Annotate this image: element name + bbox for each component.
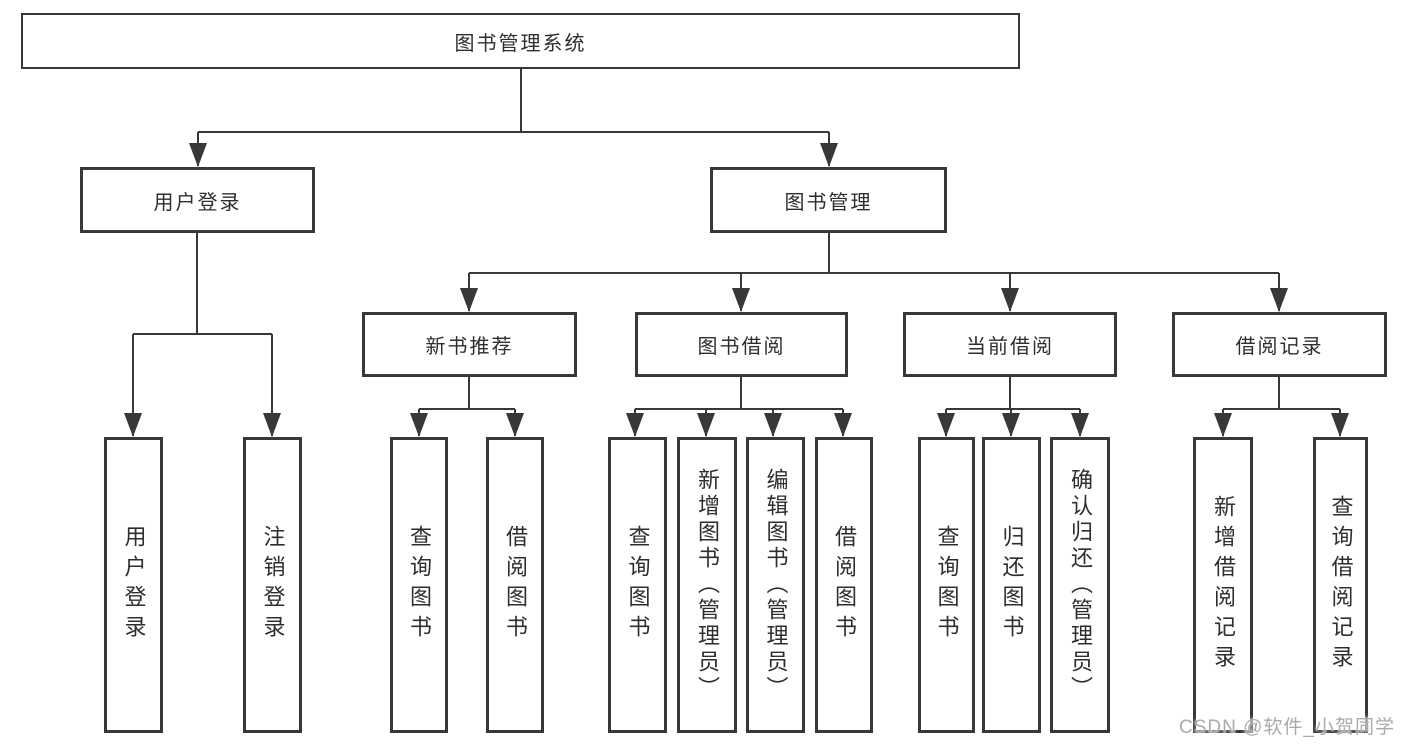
csdn-watermark: CSDN @软件_小贺同学 <box>1179 717 1395 738</box>
node-book-borrowing: 图书借阅 <box>635 312 848 377</box>
node-book-management: 图书管理 <box>710 167 947 233</box>
node-leaf-edit-books-admin: 编辑图书（管理员） <box>746 437 805 733</box>
node-leaf-borrow-books-recommend: 借阅图书 <box>486 437 544 733</box>
node-label: 确认归还（管理员） <box>1068 468 1093 702</box>
node-current-borrowing: 当前借阅 <box>903 312 1117 377</box>
node-leaf-query-borrow-record: 查询借阅记录 <box>1313 437 1368 733</box>
node-label: 当前借阅 <box>966 336 1054 358</box>
node-borrowing-records: 借阅记录 <box>1172 312 1387 377</box>
node-label: 借阅记录 <box>1235 336 1324 358</box>
node-label: 图书管理 <box>784 191 873 214</box>
node-label: 新增借阅记录 <box>1211 495 1236 675</box>
connector-path <box>132 69 1341 436</box>
node-user-login: 用户登录 <box>80 167 315 233</box>
node-leaf-add-borrow-record: 新增借阅记录 <box>1193 437 1253 733</box>
node-leaf-confirm-return-admin: 确认归还（管理员） <box>1050 437 1110 733</box>
node-leaf-query-books-current: 查询图书 <box>918 437 975 733</box>
node-label: 查询图书 <box>934 525 960 645</box>
node-new-book-recommendation: 新书推荐 <box>362 312 577 377</box>
node-leaf-borrow-books: 借阅图书 <box>815 437 873 733</box>
arrowheads <box>124 143 1349 437</box>
node-label: 新书推荐 <box>425 336 514 358</box>
node-label: 编辑图书（管理员） <box>763 468 789 702</box>
node-label: 查询图书 <box>407 525 432 645</box>
node-leaf-return-books: 归还图书 <box>982 437 1041 733</box>
node-label: 查询借阅记录 <box>1328 495 1354 675</box>
node-leaf-user-login: 用户登录 <box>104 437 163 733</box>
node-label: 图书借阅 <box>697 336 786 358</box>
node-leaf-add-books-admin: 新增图书（管理员） <box>677 437 737 733</box>
node-label: 注销登录 <box>260 525 286 645</box>
node-leaf-query-books-recommend: 查询图书 <box>390 437 448 733</box>
node-leaf-logout: 注销登录 <box>243 437 302 733</box>
node-label: 图书管理系统 <box>454 32 587 55</box>
node-label: 新增图书（管理员） <box>695 468 720 702</box>
node-leaf-query-books-borrowing: 查询图书 <box>608 437 667 733</box>
node-label: 查询图书 <box>625 525 651 645</box>
node-label: 借阅图书 <box>832 525 857 645</box>
node-label: 用户登录 <box>121 525 147 645</box>
node-library-management-system: 图书管理系统 <box>21 13 1020 69</box>
node-label: 用户登录 <box>153 191 242 214</box>
node-label: 归还图书 <box>999 525 1025 645</box>
node-label: 借阅图书 <box>503 525 528 645</box>
